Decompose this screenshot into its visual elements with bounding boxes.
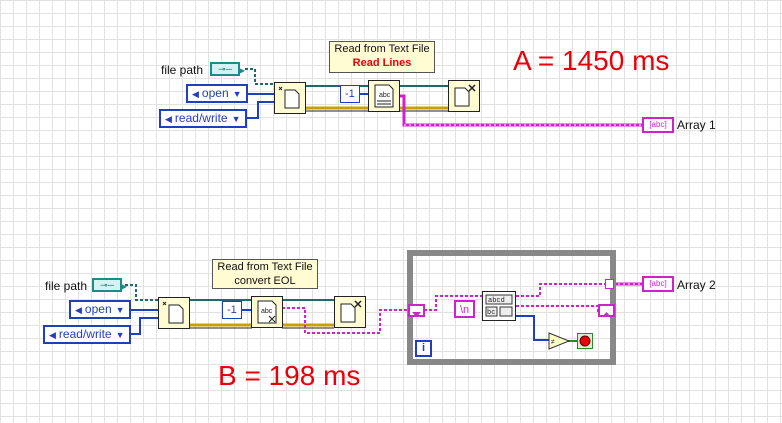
read-write-enum-a-value: read/write: [174, 111, 228, 125]
shift-register-right[interactable]: [598, 304, 615, 317]
string-array-wire-a: [400, 94, 642, 127]
match-before-wire: [516, 283, 607, 297]
count-const-b[interactable]: -1: [222, 301, 242, 319]
note-b-line1: Read from Text File: [217, 261, 313, 273]
not-equal-icon: ≠: [548, 332, 571, 350]
note-a-line2: Read Lines: [352, 57, 412, 69]
svg-text:≠: ≠: [551, 339, 555, 346]
array-2-indicator[interactable]: [abc]: [642, 276, 674, 292]
open-enum-a-value: open: [201, 86, 229, 100]
shift-register-left[interactable]: [408, 304, 425, 317]
string-array-icon: [abc]: [649, 120, 667, 129]
close-file-icon: [340, 300, 362, 323]
indexing-tunnel[interactable]: [605, 279, 614, 289]
svg-text:bc: bc: [487, 309, 495, 317]
arrow-down-icon: [412, 312, 421, 317]
not-equal-node[interactable]: ≠: [548, 332, 571, 350]
count-const-a[interactable]: -1: [340, 85, 360, 103]
open-enum-b-value: open: [84, 302, 112, 316]
path-icon: ⊸─: [100, 280, 114, 290]
svg-text:abc: abc: [261, 308, 273, 315]
open-enum-b[interactable]: ◀open▼: [69, 300, 131, 319]
close-file-node-b[interactable]: [334, 296, 366, 328]
array-1-indicator[interactable]: [abc]: [642, 117, 674, 133]
close-file-node-a[interactable]: [448, 80, 480, 112]
refnum-wire-b1: [125, 284, 158, 301]
read-text-node-a[interactable]: abc: [368, 80, 400, 112]
read-text-node-b[interactable]: abc: [251, 296, 283, 328]
open-file-icon: [278, 86, 300, 109]
file-path-label-a: file path: [161, 63, 204, 77]
decrement-icon: ◀: [75, 305, 82, 315]
dropdown-icon: ▼: [115, 305, 125, 315]
read-text-file-icon: abc: [374, 84, 394, 108]
note-read-lines: Read from Text File Read Lines: [329, 41, 435, 73]
read-write-enum-b-value: read/write: [58, 327, 112, 341]
read-text-file-icon: abc: [257, 300, 277, 324]
open-file-icon: [162, 301, 184, 324]
stop-terminal[interactable]: [577, 333, 593, 349]
loop-string-wire: [424, 295, 482, 311]
timing-a: A = 1450 ms: [513, 45, 670, 76]
arrow-up-icon: [602, 312, 611, 317]
refnum-wire-a1: [245, 68, 274, 85]
newline-const[interactable]: \n: [454, 300, 476, 318]
open-file-node-a[interactable]: [274, 82, 306, 114]
iteration-terminal: i: [415, 340, 432, 357]
svg-text:abc: abc: [379, 92, 391, 99]
string-array-icon: [abc]: [649, 279, 667, 288]
enum-wire-rw-b: [124, 317, 158, 335]
decrement-icon: ◀: [49, 330, 56, 340]
path-icon: ⊸─: [218, 64, 232, 74]
dropdown-icon: ▼: [231, 114, 241, 124]
note-convert-eol: Read from Text File convert EOL: [212, 259, 318, 289]
array-2-label: Array 2: [677, 278, 716, 292]
dropdown-icon: ▼: [115, 330, 125, 340]
open-enum-a[interactable]: ◀open▼: [186, 84, 248, 103]
note-a-line1: Read from Text File: [334, 43, 430, 55]
file-path-control-b[interactable]: ⊸─▶: [92, 278, 127, 292]
note-b-line2: convert EOL: [234, 275, 296, 287]
read-write-enum-b[interactable]: ◀read/write▼: [43, 325, 131, 344]
dropdown-icon: ▼: [232, 89, 242, 99]
file-path-control-a[interactable]: ⊸─▶: [210, 62, 245, 76]
svg-text:abcd: abcd: [488, 297, 505, 305]
decrement-icon: ◀: [192, 89, 199, 99]
string-wire-b: [282, 307, 408, 334]
open-file-node-b[interactable]: [158, 297, 190, 329]
offset-wire: [516, 315, 550, 341]
close-file-icon: [454, 84, 476, 107]
match-pattern-node[interactable]: abcd bc: [482, 291, 516, 321]
decrement-icon: ◀: [165, 114, 172, 124]
stop-icon: [579, 335, 591, 347]
enum-wire-rw-a: [241, 101, 274, 119]
match-pattern-icon: abcd bc: [485, 294, 513, 317]
read-write-enum-a[interactable]: ◀read/write▼: [159, 109, 247, 128]
array-1-label: Array 1: [677, 118, 716, 132]
timing-b: B = 198 ms: [218, 360, 361, 391]
file-path-label-b: file path: [45, 279, 88, 293]
